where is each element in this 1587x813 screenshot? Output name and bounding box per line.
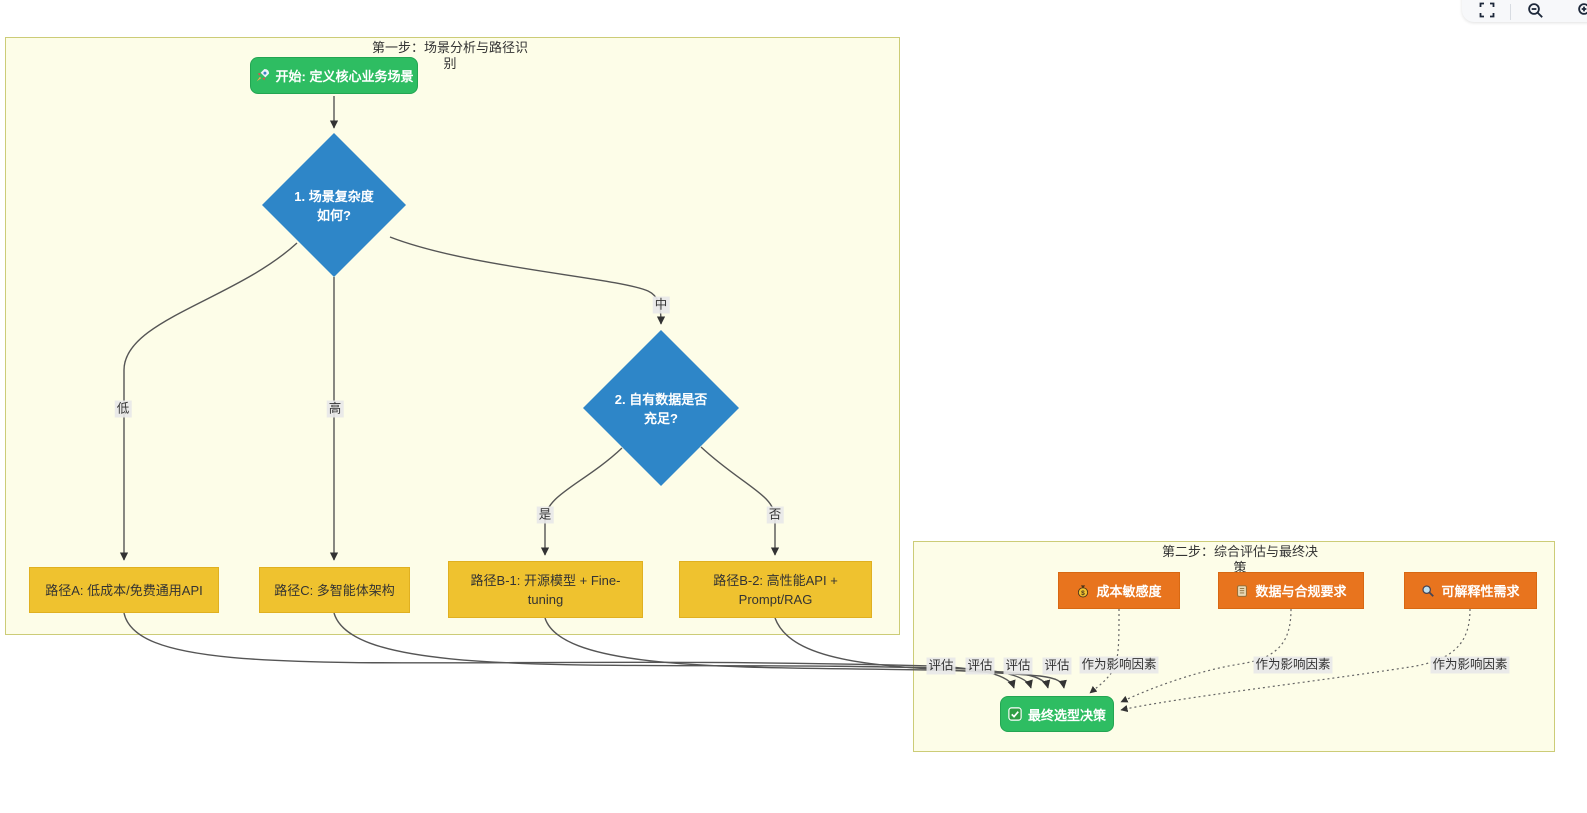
- node-pathA: 路径A: 低成本/免费通用API: [29, 567, 219, 613]
- zoom-out-button[interactable]: [1524, 1, 1546, 19]
- node-decision2-label: 2. 自有数据是否充足?: [614, 392, 708, 426]
- node-factor-cost: $ 成本敏感度: [1058, 572, 1180, 609]
- toolbar-divider: [1510, 4, 1511, 20]
- fullscreen-icon: [1479, 2, 1495, 18]
- subgraph-step1: [5, 37, 900, 635]
- node-factor-explain: 可解释性需求: [1404, 572, 1537, 609]
- zoom-in-button[interactable]: [1574, 1, 1587, 19]
- edge-label-mid: 中: [652, 296, 670, 314]
- check-icon: [1008, 707, 1022, 721]
- svg-text:$: $: [1082, 589, 1086, 596]
- diagram-toolbar: [1462, 0, 1587, 22]
- node-pathA-label: 路径A: 低成本/免费通用API: [45, 582, 203, 598]
- node-final-label: 最终选型决策: [1027, 707, 1106, 723]
- scroll-icon: [1235, 584, 1249, 598]
- zoom-out-icon: [1527, 2, 1544, 19]
- edge-label-no: 否: [766, 506, 784, 524]
- edge-label-low: 低: [114, 400, 132, 418]
- node-start: 开始: 定义核心业务场景: [250, 57, 418, 94]
- edge-label-factor-2: 作为影响因素: [1253, 656, 1333, 674]
- node-pathC-label: 路径C: 多智能体架构: [274, 582, 395, 598]
- edge-label-eval-2: 评估: [965, 657, 995, 675]
- magnifier-icon: [1421, 584, 1435, 598]
- subgraph-step1-title: 第一步：场景分析与路径识 别: [371, 40, 528, 71]
- edge-label-factor-3: 作为影响因素: [1430, 656, 1510, 674]
- node-pathB1-label: 路径B-1: 开源模型 + Fine-tuning: [470, 572, 621, 607]
- node-start-label: 开始: 定义核心业务场景: [275, 69, 414, 84]
- edge-label-high: 高: [326, 400, 344, 418]
- node-pathB2: 路径B-2: 高性能API + Prompt/RAG: [679, 561, 872, 618]
- node-pathB1: 路径B-1: 开源模型 + Fine-tuning: [448, 561, 643, 618]
- fullscreen-button[interactable]: [1476, 1, 1498, 19]
- node-factor-data-label: 数据与合规要求: [1255, 584, 1347, 599]
- edge-label-eval-1: 评估: [926, 657, 956, 675]
- edge-label-eval-3: 评估: [1003, 657, 1033, 675]
- edge-label-yes: 是: [536, 506, 554, 524]
- node-decision1-label: 1. 场景复杂度如何?: [294, 189, 374, 223]
- node-pathC: 路径C: 多智能体架构: [259, 567, 410, 613]
- edge-label-factor-1: 作为影响因素: [1079, 656, 1159, 674]
- node-final: 最终选型决策: [1000, 696, 1114, 732]
- zoom-in-icon: [1577, 2, 1587, 19]
- money-bag-icon: $: [1076, 584, 1090, 598]
- subgraph-step2-title: 第二步：综合评估与最终决 策: [1161, 544, 1318, 575]
- node-factor-explain-label: 可解释性需求: [1441, 584, 1520, 599]
- edge-label-eval-4: 评估: [1042, 657, 1072, 675]
- node-factor-cost-label: 成本敏感度: [1096, 584, 1162, 599]
- rocket-icon: [255, 68, 270, 83]
- node-factor-data: 数据与合规要求: [1218, 572, 1364, 609]
- node-pathB2-label: 路径B-2: 高性能API + Prompt/RAG: [713, 572, 838, 607]
